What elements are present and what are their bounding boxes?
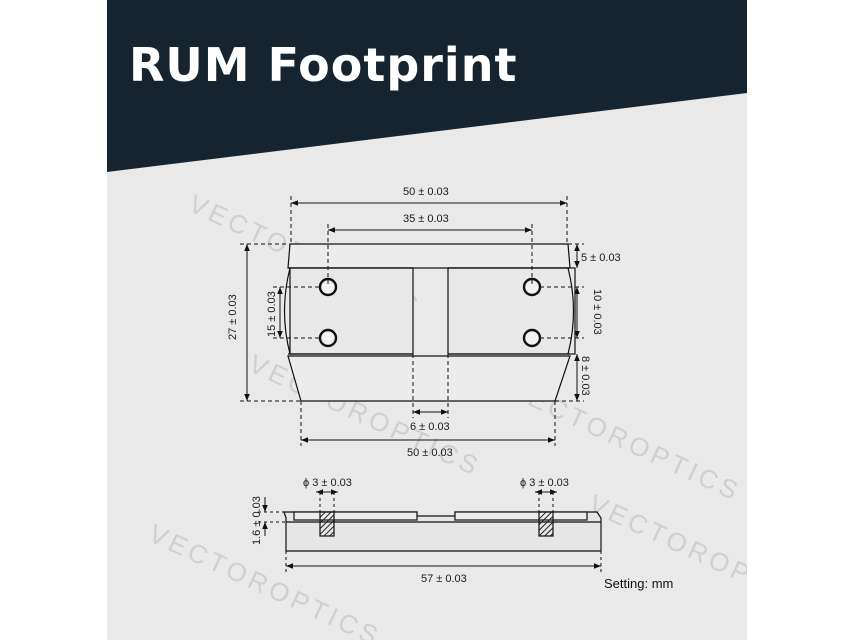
thread-hole — [538, 511, 554, 537]
top-view — [283, 243, 576, 402]
mount-hole — [318, 277, 338, 297]
top-view-left-edge — [283, 267, 291, 355]
units-note: Setting: mm — [604, 576, 673, 591]
side-view-right-pad — [454, 511, 588, 521]
dim-top-offset: 5 ± 0.03 — [581, 252, 621, 264]
mount-hole — [522, 328, 542, 348]
side-view-left-pad — [293, 511, 418, 521]
thread-hole — [319, 511, 335, 537]
top-view-upper-band — [287, 243, 571, 269]
page-title: RUM Footprint — [129, 38, 518, 92]
dim-right-middle: 10 ± 0.03 — [591, 289, 603, 335]
technical-drawing: VECTOROPTICS VECTOROPTICS VECTOROPTICS V… — [144, 186, 747, 640]
header-banner — [107, 0, 747, 172]
top-view-right-plate — [447, 267, 576, 355]
dim-thickness: 1.6 ± 0.03 — [251, 496, 263, 545]
dim-thread-right: ϕ 3 ± 0.03 — [520, 477, 569, 489]
diagram-canvas: RUM Footprint VECTOROPTICS VECTOROPTICS … — [107, 0, 747, 640]
dim-bottom-offset: 8 ± 0.03 — [579, 356, 591, 396]
top-view-lower-band — [287, 355, 571, 402]
header-banner-shape — [107, 0, 747, 172]
side-view-dimensions — [258, 489, 602, 572]
dim-overall-width-top: 50 ± 0.03 — [403, 186, 449, 198]
top-view-right-edge — [567, 267, 575, 355]
dim-hole-spacing-y: 15 ± 0.03 — [266, 291, 278, 337]
dim-hole-spacing-x: 35 ± 0.03 — [403, 213, 449, 225]
side-view — [283, 511, 602, 552]
dim-overall-length: 57 ± 0.03 — [421, 573, 467, 585]
dim-thread-left: ϕ 3 ± 0.03 — [303, 477, 352, 489]
watermark-text: VECTOROPTICS — [584, 488, 747, 622]
mount-hole — [318, 328, 338, 348]
top-view-dimensions — [240, 196, 584, 446]
top-view-left-plate — [289, 267, 414, 355]
dim-center-gap: 6 ± 0.03 — [410, 421, 450, 433]
dim-overall-width-bottom: 50 ± 0.03 — [407, 447, 453, 459]
dim-overall-height: 27 ± 0.03 — [227, 294, 239, 340]
